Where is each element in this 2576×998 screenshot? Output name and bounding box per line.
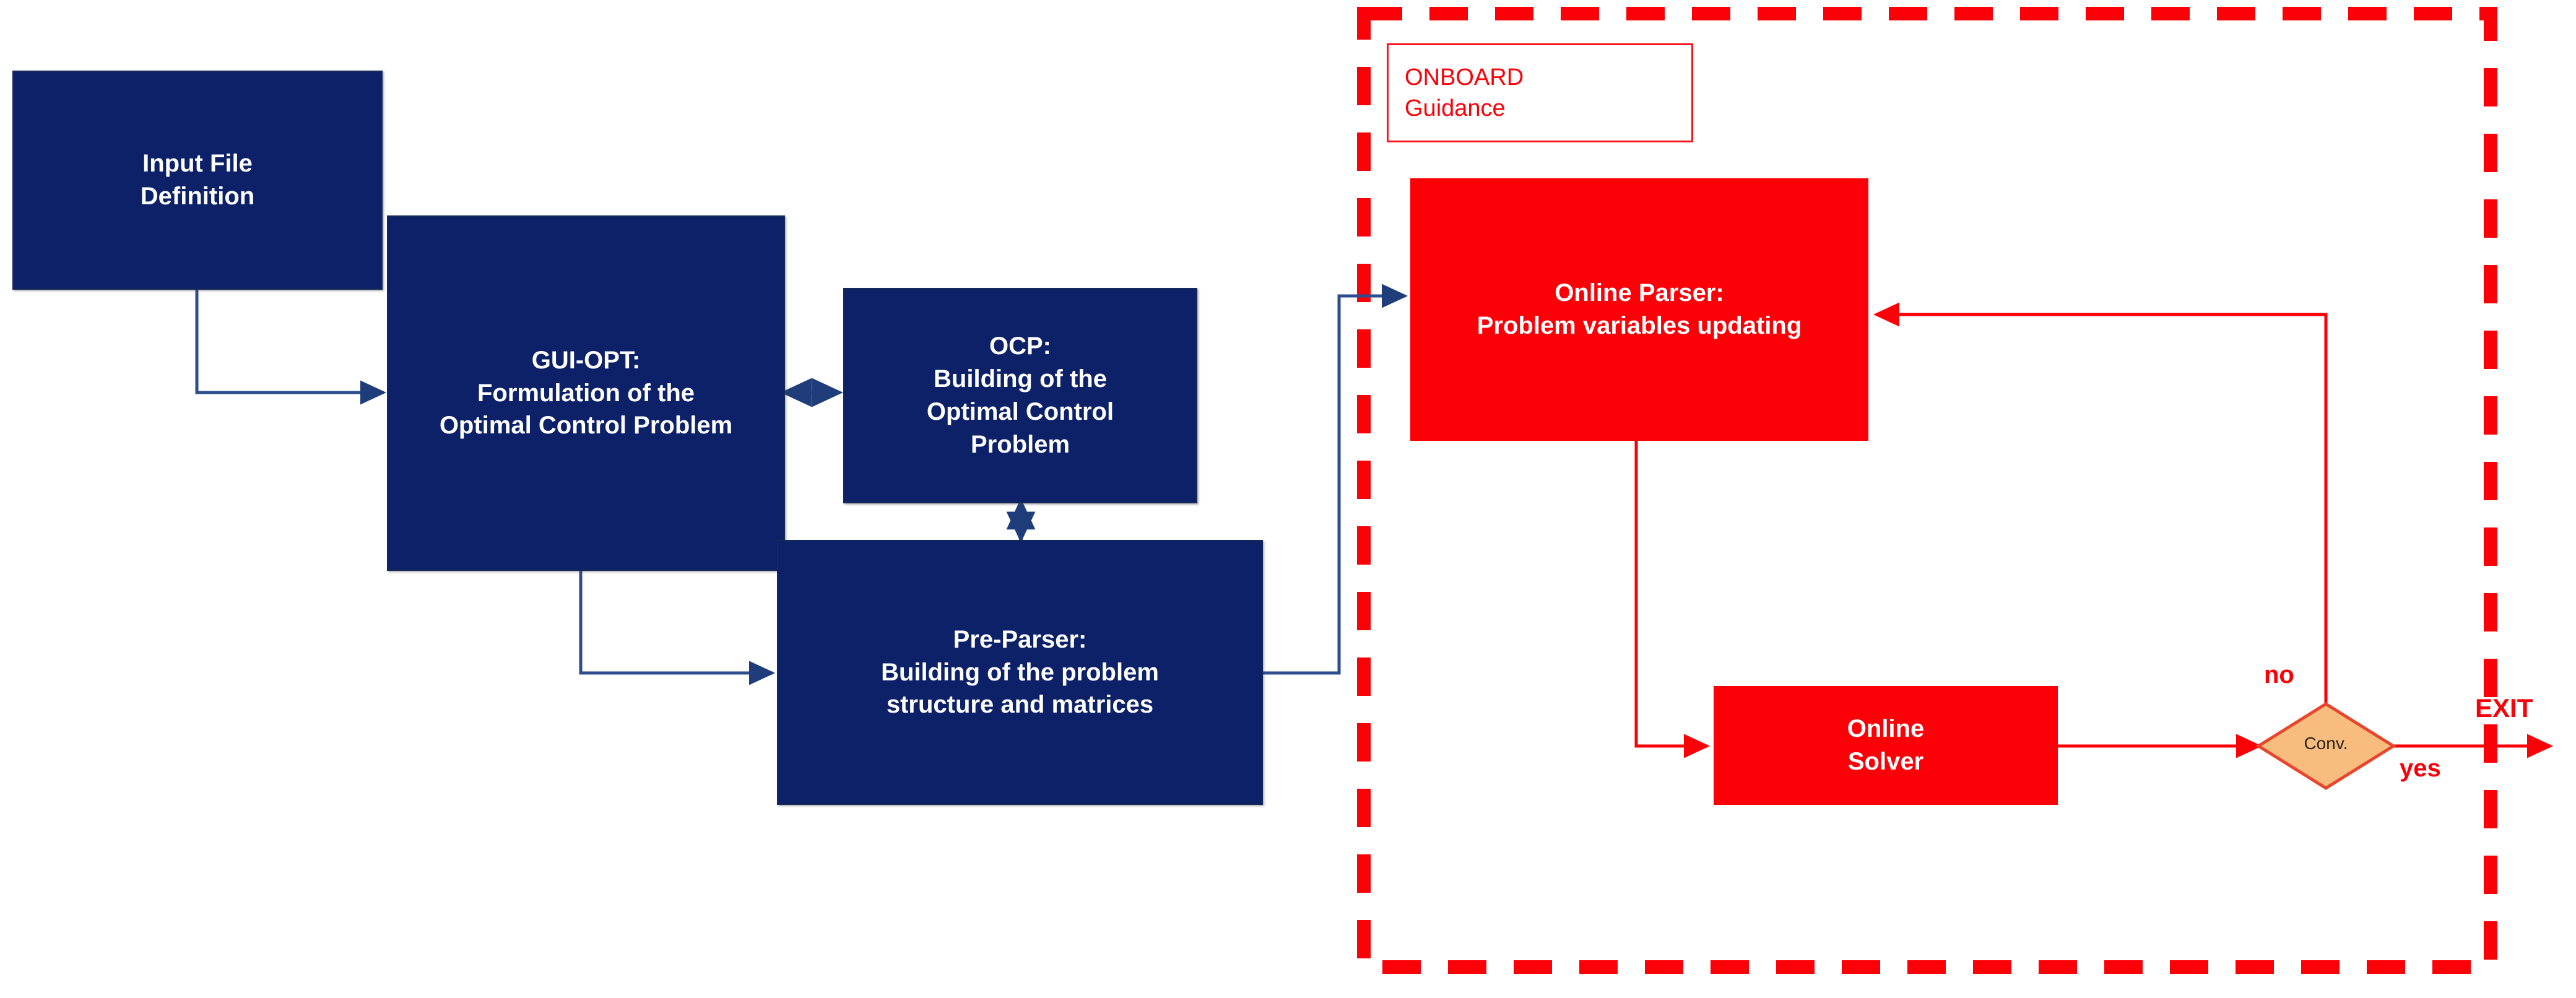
conv-decision-label: Conv.: [2304, 734, 2348, 753]
onboard-guidance-legend-label: ONBOARD Guidance: [1405, 64, 1524, 121]
node-online-parser[interactable]: Online Parser: Problem variables updatin…: [1410, 178, 1868, 441]
conv-decision-diamond: [2255, 702, 2396, 790]
edge-label-no: no: [2264, 661, 2294, 688]
edge-preparser-to-onlineparser: [1262, 284, 1408, 675]
node-gui-opt[interactable]: GUI-OPT: Formulation of the Optimal Cont…: [387, 215, 785, 571]
onboard-guidance-legend: ONBOARD Guidance: [1387, 43, 1693, 142]
node-label: Pre-Parser: Building of the problem stru…: [881, 625, 1159, 719]
node-label: Online Parser: Problem variables updatin…: [1477, 279, 1802, 339]
node-label: OCP: Building of the Optimal Control Pro…: [926, 332, 1114, 458]
edge-label-exit: EXIT: [2475, 693, 2533, 722]
edge-guiopt-to-preparser: [579, 571, 776, 685]
node-input-file-definition[interactable]: Input File Definition: [12, 71, 383, 290]
node-label: Input File Definition: [140, 150, 255, 210]
onboard-group-dashed-border: [1357, 7, 2497, 974]
node-label: Online Solver: [1847, 715, 1925, 775]
edge-onlineparser-to-solver: [1634, 441, 1711, 758]
node-ocp[interactable]: OCP: Building of the Optimal Control Pro…: [843, 288, 1197, 503]
edge-input-to-guiopt: [195, 290, 387, 405]
node-pre-parser[interactable]: Pre-Parser: Building of the problem stru…: [777, 540, 1263, 805]
edge-conv-no-to-onlineparser: [1873, 302, 2328, 704]
node-label: GUI-OPT: Formulation of the Optimal Cont…: [439, 346, 733, 440]
edge-label-yes: yes: [2400, 755, 2441, 782]
node-online-solver[interactable]: Online Solver: [1714, 686, 2058, 805]
